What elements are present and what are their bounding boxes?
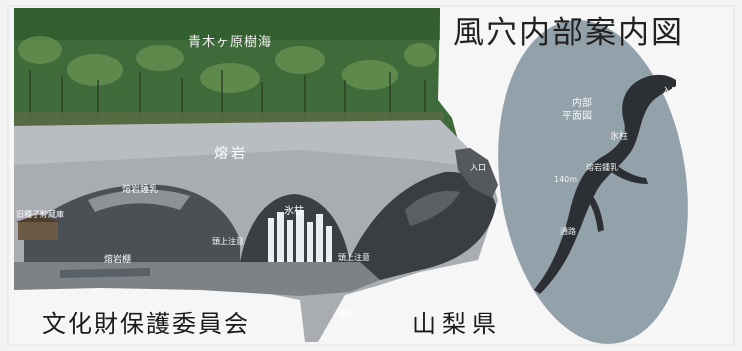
plan-entrance-label: 入口 [662,87,681,97]
storage-label: 旧種子貯蔵庫 [16,210,64,219]
cave-chamber-left [24,184,240,262]
prefecture-name: 山梨県 [412,310,502,338]
shelf-label: 熔岩棚 [104,255,132,265]
ice-pillar-label: 氷柱 [284,206,304,217]
cave-chamber-right [350,171,496,280]
plan-depth-label: 140m [554,175,578,184]
plan-cave-passage [534,74,676,295]
storage-hut [16,214,60,240]
plan-heading-line1: 内部 [572,98,592,109]
forest-area [14,8,458,140]
plan-ice-label: 氷柱 [610,132,629,142]
forest-label: 青木ヶ原樹海 [188,35,273,50]
pillar-note-1: 頭上注意 [212,237,244,246]
plan-passage-label: 通路 [560,227,576,236]
ice-pillars [268,210,332,265]
lava-label: 熔岩 [214,146,248,162]
plan-stalactite-label: 熔岩鍾乳 [586,163,618,172]
organization-name: 文化財保護委員会 [42,310,250,338]
entrance-label: 入口 [470,163,486,172]
pillar-note-2: 頭上注意 [338,253,370,262]
board-title: 風穴内部案内図 [453,15,684,51]
passage-label: 通路 [337,309,353,318]
plan-heading-line2: 平面図 [562,111,592,122]
plan-map [498,20,688,344]
stalactite-label: 熔岩鍾乳 [122,185,159,195]
